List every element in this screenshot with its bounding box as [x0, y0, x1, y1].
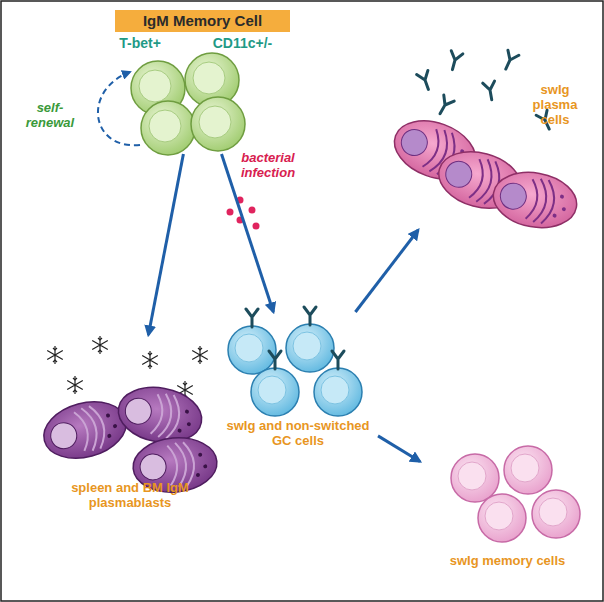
cell-label: spleen and BM IgM plasmablasts: [35, 480, 225, 510]
cell-label: swIg and non-switched GC cells: [223, 418, 373, 448]
memory-cell-group: IgM Memory CellT-bet+ CD11c+/-: [100, 8, 295, 154]
gc-cell-group: swIg and non-switched GC cells: [218, 312, 378, 462]
cell-title: IgM Memory Cell: [115, 10, 290, 32]
plasmablast-group: spleen and BM IgM plasmablasts: [20, 335, 240, 525]
arrow-connector: [378, 436, 420, 462]
marker-label: CD11c+/-: [195, 36, 290, 51]
arrow-connector: [355, 230, 418, 312]
arrow-connector: [148, 154, 183, 335]
edge-label: bacterial infection: [232, 150, 304, 180]
cell-label: swIg memory cells: [425, 553, 590, 568]
plasma-cell-group: swIg plasma cells: [385, 40, 597, 230]
cell-label: swIg plasma cells: [517, 82, 593, 127]
marker-label: T-bet+: [100, 36, 180, 51]
memory-cell-subset: swIg memory cells: [420, 445, 595, 585]
process-label: self-renewal: [14, 100, 86, 130]
